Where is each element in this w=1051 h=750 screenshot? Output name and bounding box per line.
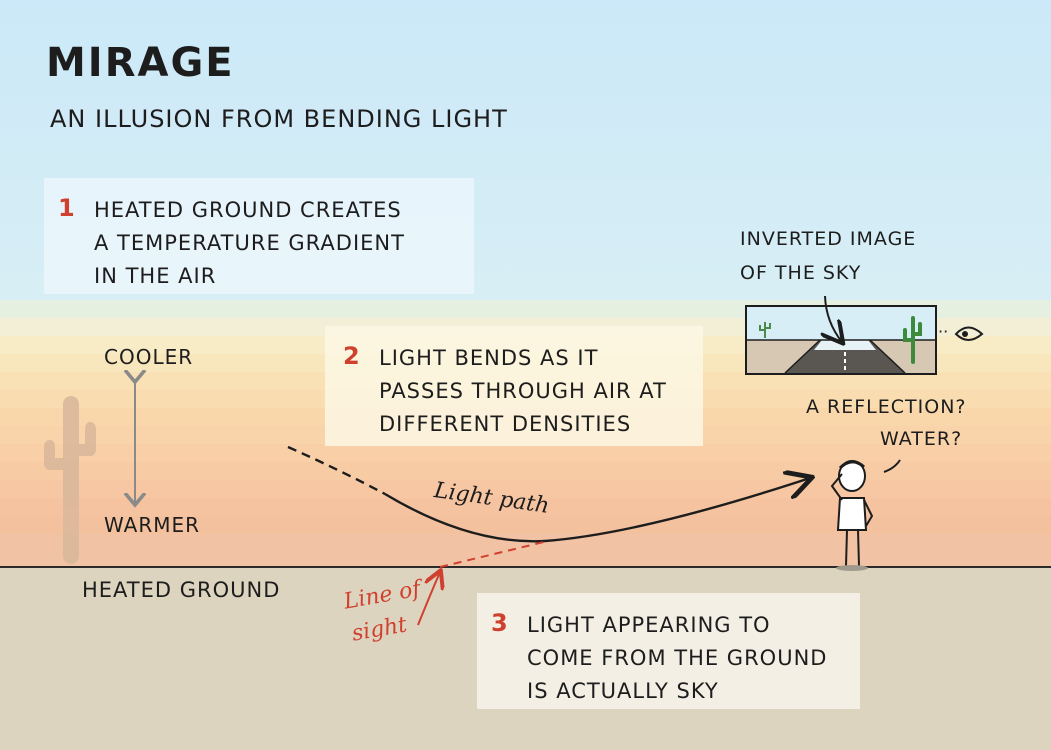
step-3-line-1: Light appearing to [527,613,771,637]
line-of-sight [439,540,549,568]
eye-icon: ·· [938,322,984,341]
line-of-sight-pointer [417,572,440,626]
temperature-bands [0,300,1051,568]
heated-ground-label: Heated ground [82,578,281,602]
cooler-label: Cooler [104,345,194,369]
reflection-question: A reflection? [806,396,967,418]
observer-figure [830,459,901,571]
step-2-number: 2 [343,342,360,370]
step-2-line-2: passes through air at [379,379,667,403]
step-1-line-3: in the air [94,264,217,288]
step-2-line-3: different densities [379,412,632,436]
page-subtitle: An illusion from bending light [50,105,508,133]
step-3-number: 3 [491,609,508,637]
water-question: Water? [880,428,963,450]
svg-text:··: ·· [938,322,948,341]
light-path-dashed [287,445,386,496]
step-2-box: 2 Light bends as it passes through air a… [325,326,703,446]
step-1-line-1: Heated ground creates [94,198,402,222]
step-3-line-2: come from the ground [527,646,828,670]
cactus-silhouette [44,396,96,564]
inverted-image-label-1: Inverted image [740,228,917,250]
light-path [384,478,810,543]
step-3-box: 3 Light appearing to come from the groun… [477,593,860,709]
step-1-number: 1 [58,194,75,222]
step-1-line-2: a temperature gradient [94,231,405,255]
page-title: Mirage [46,40,235,86]
warmer-label: Warmer [104,513,201,537]
step-2-line-1: Light bends as it [379,346,599,370]
step-1-box: 1 Heated ground creates a temperature gr… [44,178,474,294]
inverted-image-label-2: of the sky [740,262,862,284]
step-3-line-3: is actually sky [527,679,719,703]
inverted-image-pointer [825,295,842,342]
